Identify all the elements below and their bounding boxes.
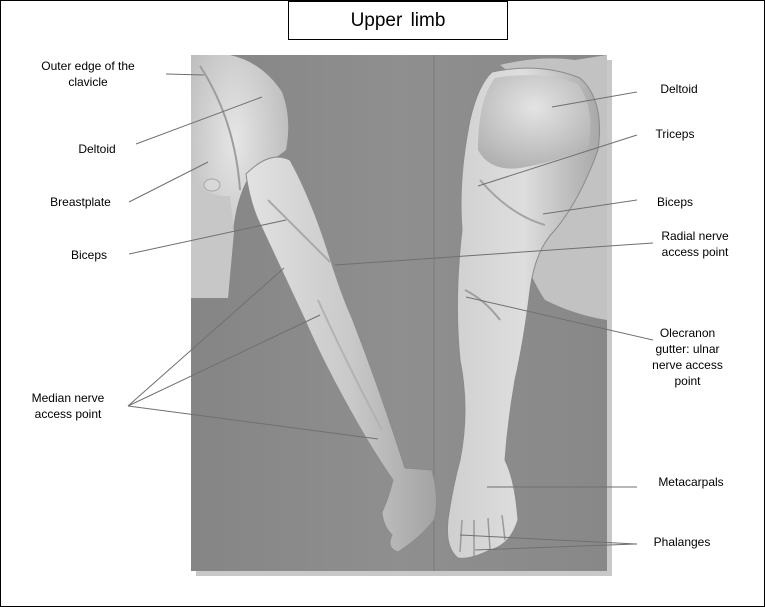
label-metacarpals: Metacarpals xyxy=(658,475,724,489)
right-triceps-line xyxy=(479,179,546,226)
leader-median-2 xyxy=(127,314,321,407)
left-pectoral-line xyxy=(199,65,241,191)
diagram-title: Upper limb xyxy=(288,1,508,40)
label-olecranon-gutter: Olecranon gutter: ulnar nerve access poi… xyxy=(652,326,723,388)
leader-breastplate xyxy=(128,161,209,203)
label-left-biceps: Biceps xyxy=(70,248,108,262)
label-outer-edge-clavicle: Outer edge of the clavicle xyxy=(41,59,135,89)
leader-left-deltoid xyxy=(135,96,263,145)
right-elbow-line xyxy=(464,289,501,321)
leader-phalanges-1 xyxy=(459,534,638,545)
left-bicep-crease xyxy=(267,199,331,263)
label-phalanges: Phalanges xyxy=(653,535,711,549)
right-deltoid-shape xyxy=(478,75,591,169)
leader-olecranon xyxy=(465,296,654,341)
label-triceps: Triceps xyxy=(655,127,695,141)
left-leader-lines xyxy=(127,73,379,440)
leader-radial xyxy=(334,242,654,266)
left-nipple xyxy=(203,178,221,192)
leader-median-3 xyxy=(127,405,379,440)
right-leader-lines xyxy=(334,91,654,551)
leader-right-deltoid xyxy=(551,91,638,108)
leader-right-biceps xyxy=(542,199,638,215)
label-left-deltoid: Deltoid xyxy=(78,142,116,156)
leader-left-biceps xyxy=(128,219,287,255)
left-forearm-crease xyxy=(317,299,383,431)
label-radial-nerve: Radial nerve access point xyxy=(661,229,729,259)
label-right-deltoid: Deltoid xyxy=(660,82,698,96)
right-arm xyxy=(447,67,601,559)
leader-clavicle xyxy=(165,73,205,76)
label-median-nerve: Median nerve access point xyxy=(31,391,105,421)
leader-median-1 xyxy=(127,267,285,407)
left-arm xyxy=(245,156,438,553)
right-finger-lines xyxy=(459,514,506,556)
left-breastplate-shade xyxy=(191,180,234,298)
label-right-biceps: Biceps xyxy=(656,195,694,209)
label-breastplate: Breastplate xyxy=(50,195,111,209)
leader-phalanges-2 xyxy=(474,543,638,551)
leader-triceps xyxy=(477,134,638,187)
